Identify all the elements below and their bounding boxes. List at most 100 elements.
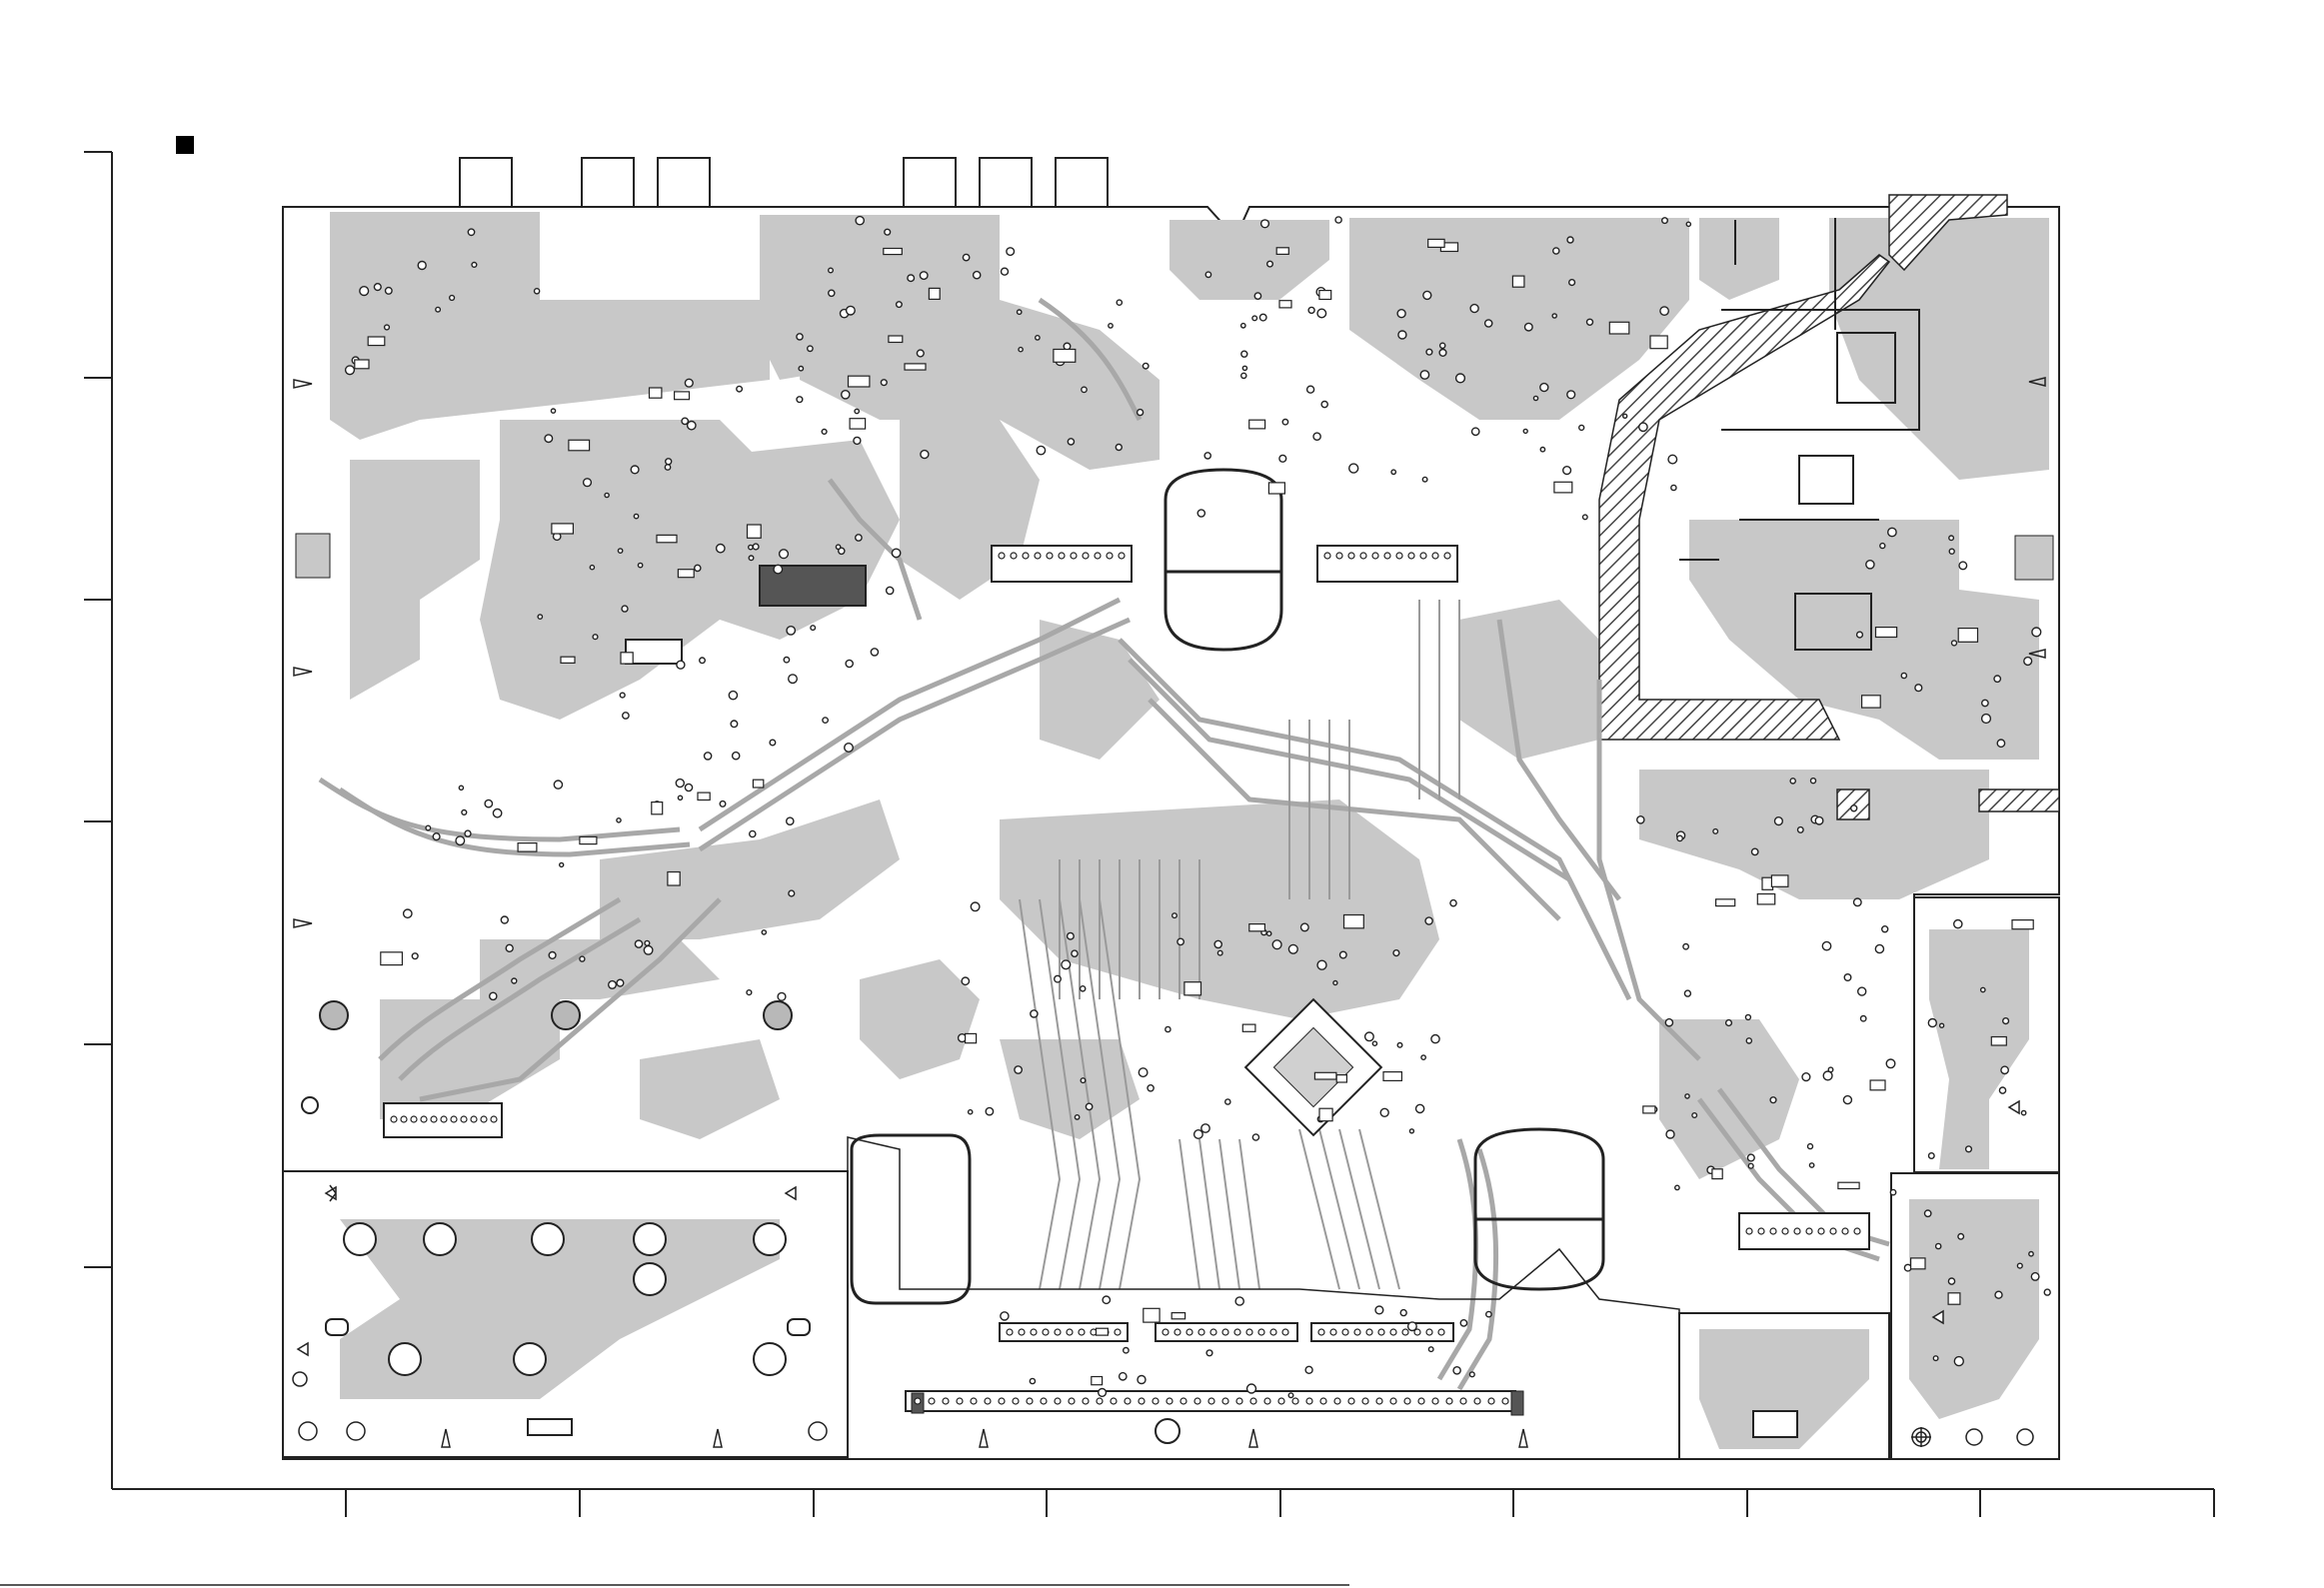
smd-component	[652, 802, 663, 814]
solder-pad	[1409, 1129, 1413, 1133]
solder-pad	[501, 916, 508, 923]
solder-pad	[1569, 280, 1575, 286]
header-pin	[1362, 1398, 1368, 1404]
solder-pad	[644, 946, 653, 955]
smd-component	[1757, 894, 1774, 904]
solder-pad	[2032, 628, 2041, 637]
solder-pad	[774, 565, 783, 574]
header-pin	[1842, 1228, 1848, 1234]
smd-component	[552, 524, 574, 534]
smd-component	[580, 836, 597, 843]
solder-pad	[1882, 926, 1888, 932]
solder-pad	[1745, 1014, 1750, 1019]
header-pin	[1348, 553, 1354, 559]
solder-pad	[2031, 1273, 2039, 1281]
solder-pad	[1866, 561, 1874, 569]
solder-pad	[1748, 1163, 1753, 1168]
solder-pad	[784, 658, 789, 663]
solder-pad	[1420, 371, 1428, 379]
solder-pad	[1949, 536, 1954, 541]
solder-pad	[846, 660, 853, 667]
header-pin	[1125, 1398, 1131, 1404]
smd-component	[1862, 696, 1881, 708]
header-pin	[1488, 1398, 1494, 1404]
smd-component	[1428, 239, 1444, 247]
solder-pad	[1929, 1153, 1935, 1159]
header-pin	[1097, 1398, 1103, 1404]
solder-pad	[580, 956, 585, 961]
solder-pad	[1068, 439, 1074, 445]
solder-pad	[1380, 1108, 1388, 1116]
solder-pad	[921, 451, 929, 459]
solder-pad	[665, 465, 670, 470]
solder-pad	[2021, 1110, 2025, 1114]
header-pin	[1460, 1398, 1466, 1404]
solder-pad	[1335, 217, 1341, 223]
solder-pad	[823, 718, 828, 723]
solder-pad	[1933, 1356, 1938, 1361]
solder-pad	[1072, 950, 1078, 956]
smd-component	[621, 653, 633, 664]
solder-pad	[1172, 913, 1177, 918]
solder-pad	[789, 890, 795, 896]
solder-pad	[920, 272, 928, 280]
solder-pad	[787, 627, 795, 635]
solder-pad	[855, 409, 859, 413]
header-pin	[1746, 1228, 1752, 1234]
solder-pad	[1553, 248, 1559, 254]
solder-pad	[1194, 1130, 1203, 1139]
smd-component	[1184, 982, 1201, 995]
smd-component	[748, 525, 762, 538]
header-pin	[1354, 1329, 1360, 1335]
solder-pad	[666, 459, 672, 465]
solder-pad	[1064, 343, 1071, 350]
solder-pad	[1802, 1073, 1810, 1081]
solder-pad	[631, 466, 639, 474]
solder-pad	[609, 981, 617, 989]
header-pin	[1059, 553, 1065, 559]
solder-pad	[685, 379, 693, 387]
solder-pad	[622, 606, 628, 612]
header-pin	[1432, 553, 1438, 559]
solder-pad	[1440, 343, 1445, 348]
solder-pad	[1583, 515, 1588, 520]
solder-pad	[969, 1110, 973, 1114]
smd-component	[929, 288, 940, 299]
solder-pad	[1225, 1099, 1230, 1104]
solder-pad	[1288, 1393, 1293, 1398]
solder-pad	[797, 334, 803, 340]
header-pin	[1013, 1398, 1019, 1404]
solder-pad	[1456, 374, 1465, 383]
solder-pad	[535, 289, 540, 294]
smd-component	[1097, 1328, 1109, 1335]
header-pin	[1334, 1398, 1340, 1404]
solder-pad	[1288, 944, 1297, 953]
smd-component	[678, 570, 694, 578]
solder-pad	[638, 563, 642, 567]
header-pin	[1222, 1329, 1228, 1335]
solder-pad	[1567, 391, 1575, 399]
header-pin	[1318, 1329, 1324, 1335]
solder-pad	[986, 1107, 993, 1114]
header-pin	[1007, 1329, 1013, 1335]
smd-component	[1279, 301, 1291, 308]
smd-component	[657, 535, 677, 542]
header-pin	[1083, 1398, 1089, 1404]
solder-pad	[1959, 562, 1967, 570]
solder-pad	[1901, 673, 1906, 678]
header-pin	[1770, 1228, 1776, 1234]
header-pin	[1180, 1398, 1186, 1404]
header-pin	[1320, 1398, 1326, 1404]
header-pin	[461, 1116, 467, 1122]
header-pin	[1402, 1329, 1408, 1335]
solder-pad	[829, 290, 835, 296]
solder-pad	[1952, 641, 1957, 646]
header-pin	[1258, 1329, 1264, 1335]
solder-pad	[908, 275, 915, 282]
smd-component	[889, 336, 903, 343]
solder-pad	[1671, 485, 1676, 490]
smd-component	[1609, 322, 1629, 334]
solder-pad	[685, 784, 692, 791]
solder-pad	[1567, 237, 1573, 243]
